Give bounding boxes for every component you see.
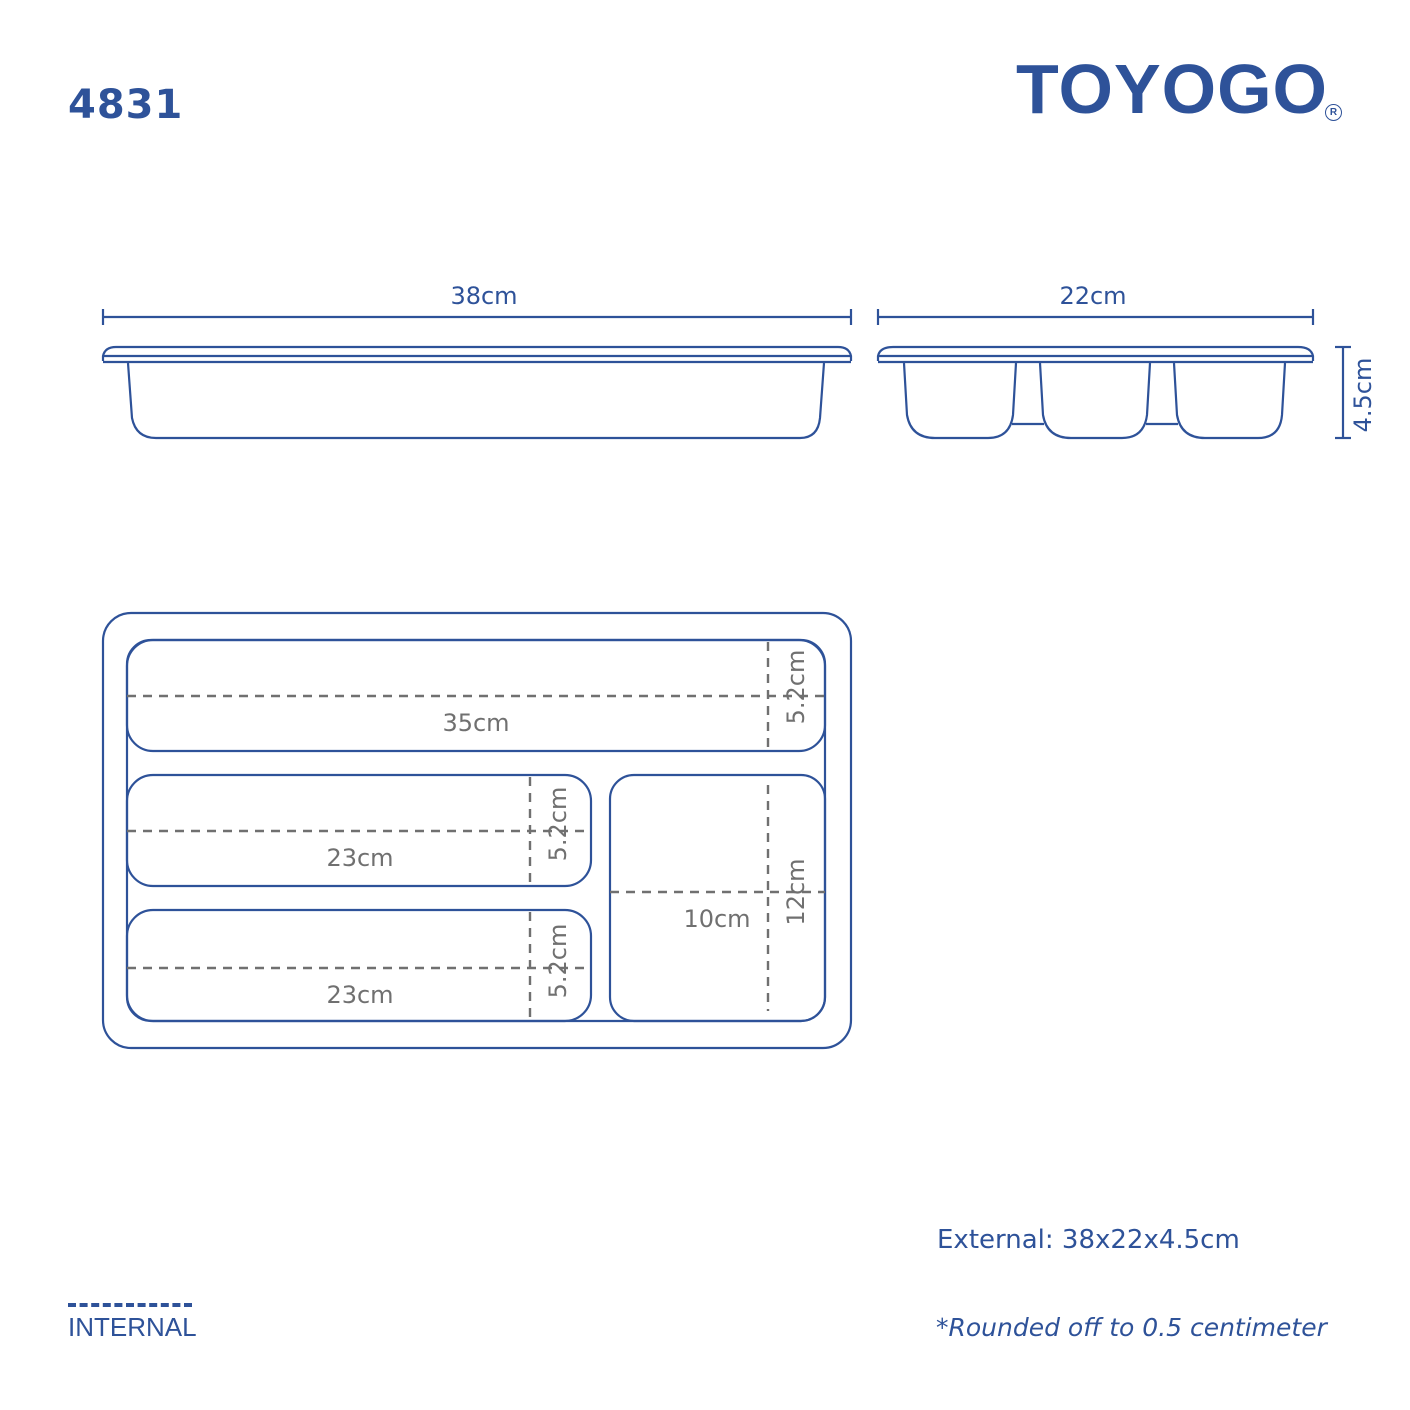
compartment-square-right-width: 12cm bbox=[782, 858, 810, 925]
legend-dashed-line-icon bbox=[68, 1303, 192, 1307]
internal-dimension-lines bbox=[127, 642, 825, 1021]
height-label: 4.5cm bbox=[1349, 358, 1377, 433]
width-dimension-line bbox=[876, 309, 1315, 325]
length-dimension-line bbox=[101, 309, 853, 325]
compartment-middle-left-length: 23cm bbox=[326, 844, 393, 872]
external-dimensions: External: 38x22x4.5cm bbox=[937, 1225, 1240, 1255]
compartment-long-top-width: 5.2cm bbox=[782, 650, 810, 725]
top-view-outer-rim bbox=[101, 611, 853, 1050]
registered-mark-icon: R bbox=[1325, 104, 1342, 121]
legend-label: INTERNAL bbox=[68, 1312, 197, 1342]
compartment-square-right bbox=[608, 773, 827, 1023]
compartment-bottom-left bbox=[125, 908, 593, 1023]
compartment-long-top-length: 35cm bbox=[442, 709, 509, 737]
brand-logo: TOYOGO bbox=[1016, 50, 1328, 128]
rounding-note: *Rounded off to 0.5 centimeter bbox=[936, 1313, 1327, 1342]
height-dimension-line bbox=[1335, 345, 1351, 440]
compartment-square-right-length: 10cm bbox=[683, 905, 750, 933]
width-label: 22cm bbox=[1059, 282, 1126, 310]
side-view-width bbox=[876, 345, 1315, 440]
compartment-bottom-left-width: 5.2cm bbox=[544, 924, 572, 999]
compartment-bottom-left-length: 23cm bbox=[326, 981, 393, 1009]
length-label: 38cm bbox=[450, 282, 517, 310]
model-number: 4831 bbox=[68, 82, 184, 128]
side-view-length bbox=[101, 345, 853, 440]
compartment-middle-left-width: 5.2cm bbox=[544, 787, 572, 862]
